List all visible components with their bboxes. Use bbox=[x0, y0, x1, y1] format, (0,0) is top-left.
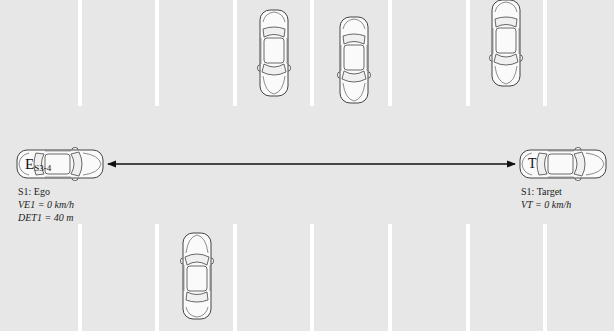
parameter-label: DET1 = 40 m bbox=[18, 212, 73, 223]
parameter-label: VE1 = 0 km/h bbox=[18, 199, 74, 210]
car-subscript: S3-4 bbox=[34, 164, 51, 173]
parked-car bbox=[338, 17, 371, 103]
car-letter: E bbox=[25, 157, 34, 172]
scenario-label: S1: Ego bbox=[18, 186, 50, 197]
ego-car bbox=[17, 148, 103, 181]
target-car bbox=[520, 148, 606, 181]
ego-car-box: ES3-4 bbox=[15, 147, 105, 181]
parked-car bbox=[258, 10, 291, 96]
car-letter: T bbox=[528, 157, 537, 171]
parked-cars bbox=[181, 0, 523, 319]
parked-car bbox=[490, 0, 523, 86]
parked-car bbox=[181, 233, 214, 319]
parameter-label: VT = 0 km/h bbox=[521, 199, 571, 210]
distance-arrow bbox=[108, 163, 515, 164]
parking-lines bbox=[80, 0, 545, 331]
target-car-box: T bbox=[518, 147, 608, 181]
moving-cars bbox=[17, 148, 606, 181]
scenario-label: S1: Target bbox=[521, 186, 562, 197]
